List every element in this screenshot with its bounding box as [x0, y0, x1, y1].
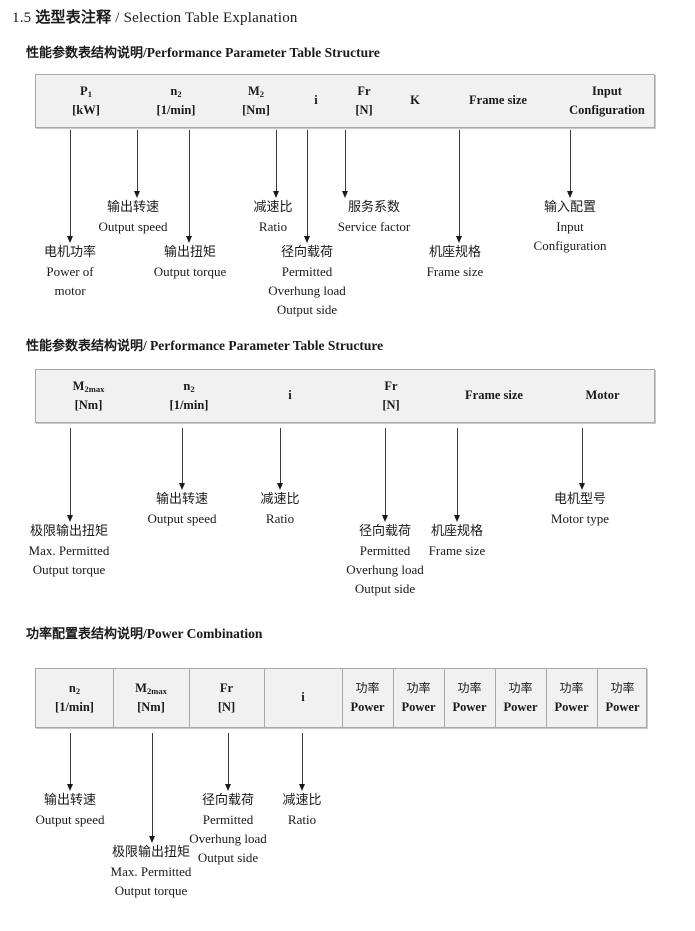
- page-title: 1.5 选型表注释 / Selection Table Explanation: [12, 6, 298, 27]
- table1-col-n2: n2 [1/min]: [156, 83, 196, 117]
- label-output-speed-3: 输出转速 Output speed: [35, 793, 105, 827]
- arrow-output-speed-2: [178, 428, 187, 490]
- label-max-permitted-output-torque-3: 极限输出扭矩 Max. Permitted Output torque: [110, 845, 192, 898]
- page-title-cn: 选型表注释: [35, 8, 112, 26]
- arrow-output-speed: [133, 130, 142, 198]
- arrow-ratio: [272, 130, 281, 198]
- page-title-en: Selection Table Explanation: [123, 10, 298, 26]
- arrow-service-factor: [341, 130, 350, 198]
- label-output-torque: 输出扭矩 Output torque: [153, 245, 227, 279]
- arrow-motor-type: [578, 428, 587, 490]
- label-overhung-load: 径向载荷 Permitted Overhung load Output side: [268, 245, 346, 317]
- section-number: 1.5: [12, 10, 32, 26]
- section-2-heading-en: Performance Parameter Table Structure: [150, 338, 384, 353]
- table2-col-n2: n2 [1/min]: [169, 378, 209, 412]
- table1-col-k: K: [410, 93, 420, 108]
- table3-col-m2max: M2max [Nm]: [135, 680, 167, 714]
- arrow-max-permitted-output-torque: [66, 428, 75, 522]
- section-2-heading-cn: 性能参数表结构说明: [26, 339, 144, 354]
- label-input-configuration: 输入配置 Input Configuration: [533, 200, 607, 253]
- table1-col-input-configuration: Input Configuration: [569, 83, 645, 117]
- table1-col-i: i: [314, 93, 318, 108]
- performance-parameter-table-2: M2max [Nm] n2 [1/min] i Fr [N] Frame siz…: [35, 369, 655, 423]
- arrow-power-of-motor: [66, 130, 75, 243]
- arrow-output-torque: [185, 130, 194, 243]
- label-ratio: 减速比 Ratio: [253, 200, 293, 234]
- section-1-heading-en: Performance Parameter Table Structure: [146, 45, 380, 60]
- label-frame-size-2: 机座规格 Frame size: [428, 524, 486, 558]
- label-ratio-3: 减速比 Ratio: [282, 793, 322, 827]
- label-overhung-load-3: 径向载荷 Permitted Overhung load Output side: [189, 793, 267, 865]
- section-3-heading-cn: 功率配置表结构说明: [26, 627, 144, 642]
- table3-col-power-6: 功率 Power: [605, 681, 640, 714]
- table3-col-fr: Fr [N]: [217, 680, 236, 714]
- label-motor-type: 电机型号 Motor type: [550, 492, 610, 526]
- table3-col-power-1: 功率 Power: [350, 681, 385, 714]
- section-3-heading-sep: /: [143, 626, 147, 641]
- arrow-overhung-load-2: [381, 428, 390, 522]
- table1-col-fr: Fr [N]: [355, 83, 373, 117]
- label-output-speed: 输出转速 Output speed: [98, 200, 168, 234]
- arrow-frame-size: [455, 130, 464, 243]
- arrow-input-configuration: [566, 130, 575, 198]
- label-ratio-2: 减速比 Ratio: [260, 492, 300, 526]
- arrow-max-permitted-output-torque-3: [148, 733, 157, 843]
- page-title-sep: /: [115, 10, 120, 26]
- table3-col-power-3: 功率 Power: [452, 681, 487, 714]
- table3-col-n2: n2 [1/min]: [55, 680, 94, 714]
- section-3-heading: 功率配置表结构说明/Power Combination: [26, 623, 262, 642]
- section-2-heading-sep: /: [143, 338, 147, 353]
- table1-col-m2: M2 [Nm]: [242, 83, 270, 117]
- table3-col-i: i: [301, 690, 305, 705]
- label-max-permitted-output-torque: 极限输出扭矩 Max. Permitted Output torque: [28, 524, 110, 577]
- table3-col-power-2: 功率 Power: [401, 681, 436, 714]
- arrow-output-speed-3: [66, 733, 75, 791]
- section-1-heading-cn: 性能参数表结构说明: [26, 46, 144, 61]
- label-frame-size: 机座规格 Frame size: [426, 245, 484, 279]
- arrow-ratio-2: [276, 428, 285, 490]
- label-overhung-load-2: 径向载荷 Permitted Overhung load Output side: [346, 524, 424, 596]
- power-combination-table: n2 [1/min] M2max [Nm] Fr [N] i 功率 Power: [35, 668, 647, 728]
- section-1-heading: 性能参数表结构说明/Performance Parameter Table St…: [26, 42, 380, 61]
- performance-parameter-table-1: P1 [kW] n2 [1/min] M2 [Nm] i Fr [N] K: [35, 74, 655, 128]
- label-service-factor: 服务系数 Service factor: [337, 200, 411, 234]
- table3-col-power-5: 功率 Power: [554, 681, 589, 714]
- arrow-ratio-3: [298, 733, 307, 791]
- table2-col-m2max: M2max [Nm]: [72, 378, 105, 412]
- table2-col-fr: Fr [N]: [382, 378, 400, 412]
- section-1-heading-sep: /: [143, 45, 147, 60]
- table1-col-frame-size: Frame size: [469, 93, 527, 108]
- label-output-speed-2: 输出转速 Output speed: [147, 492, 217, 526]
- table3-col-power-4: 功率 Power: [503, 681, 538, 714]
- table2-col-i: i: [288, 388, 292, 403]
- table2-col-frame-size: Frame size: [465, 388, 523, 403]
- table2-col-motor: Motor: [585, 388, 620, 403]
- section-2-heading: 性能参数表结构说明/ Performance Parameter Table S…: [26, 335, 383, 354]
- section-3-heading-en: Power Combination: [146, 626, 263, 641]
- arrow-overhung-load-3: [224, 733, 233, 791]
- arrow-overhung-load: [303, 130, 312, 243]
- arrow-frame-size-2: [453, 428, 462, 522]
- table1-col-p1: P1 [kW]: [72, 83, 100, 117]
- label-power-of-motor: 电机功率 Power of motor: [43, 245, 96, 298]
